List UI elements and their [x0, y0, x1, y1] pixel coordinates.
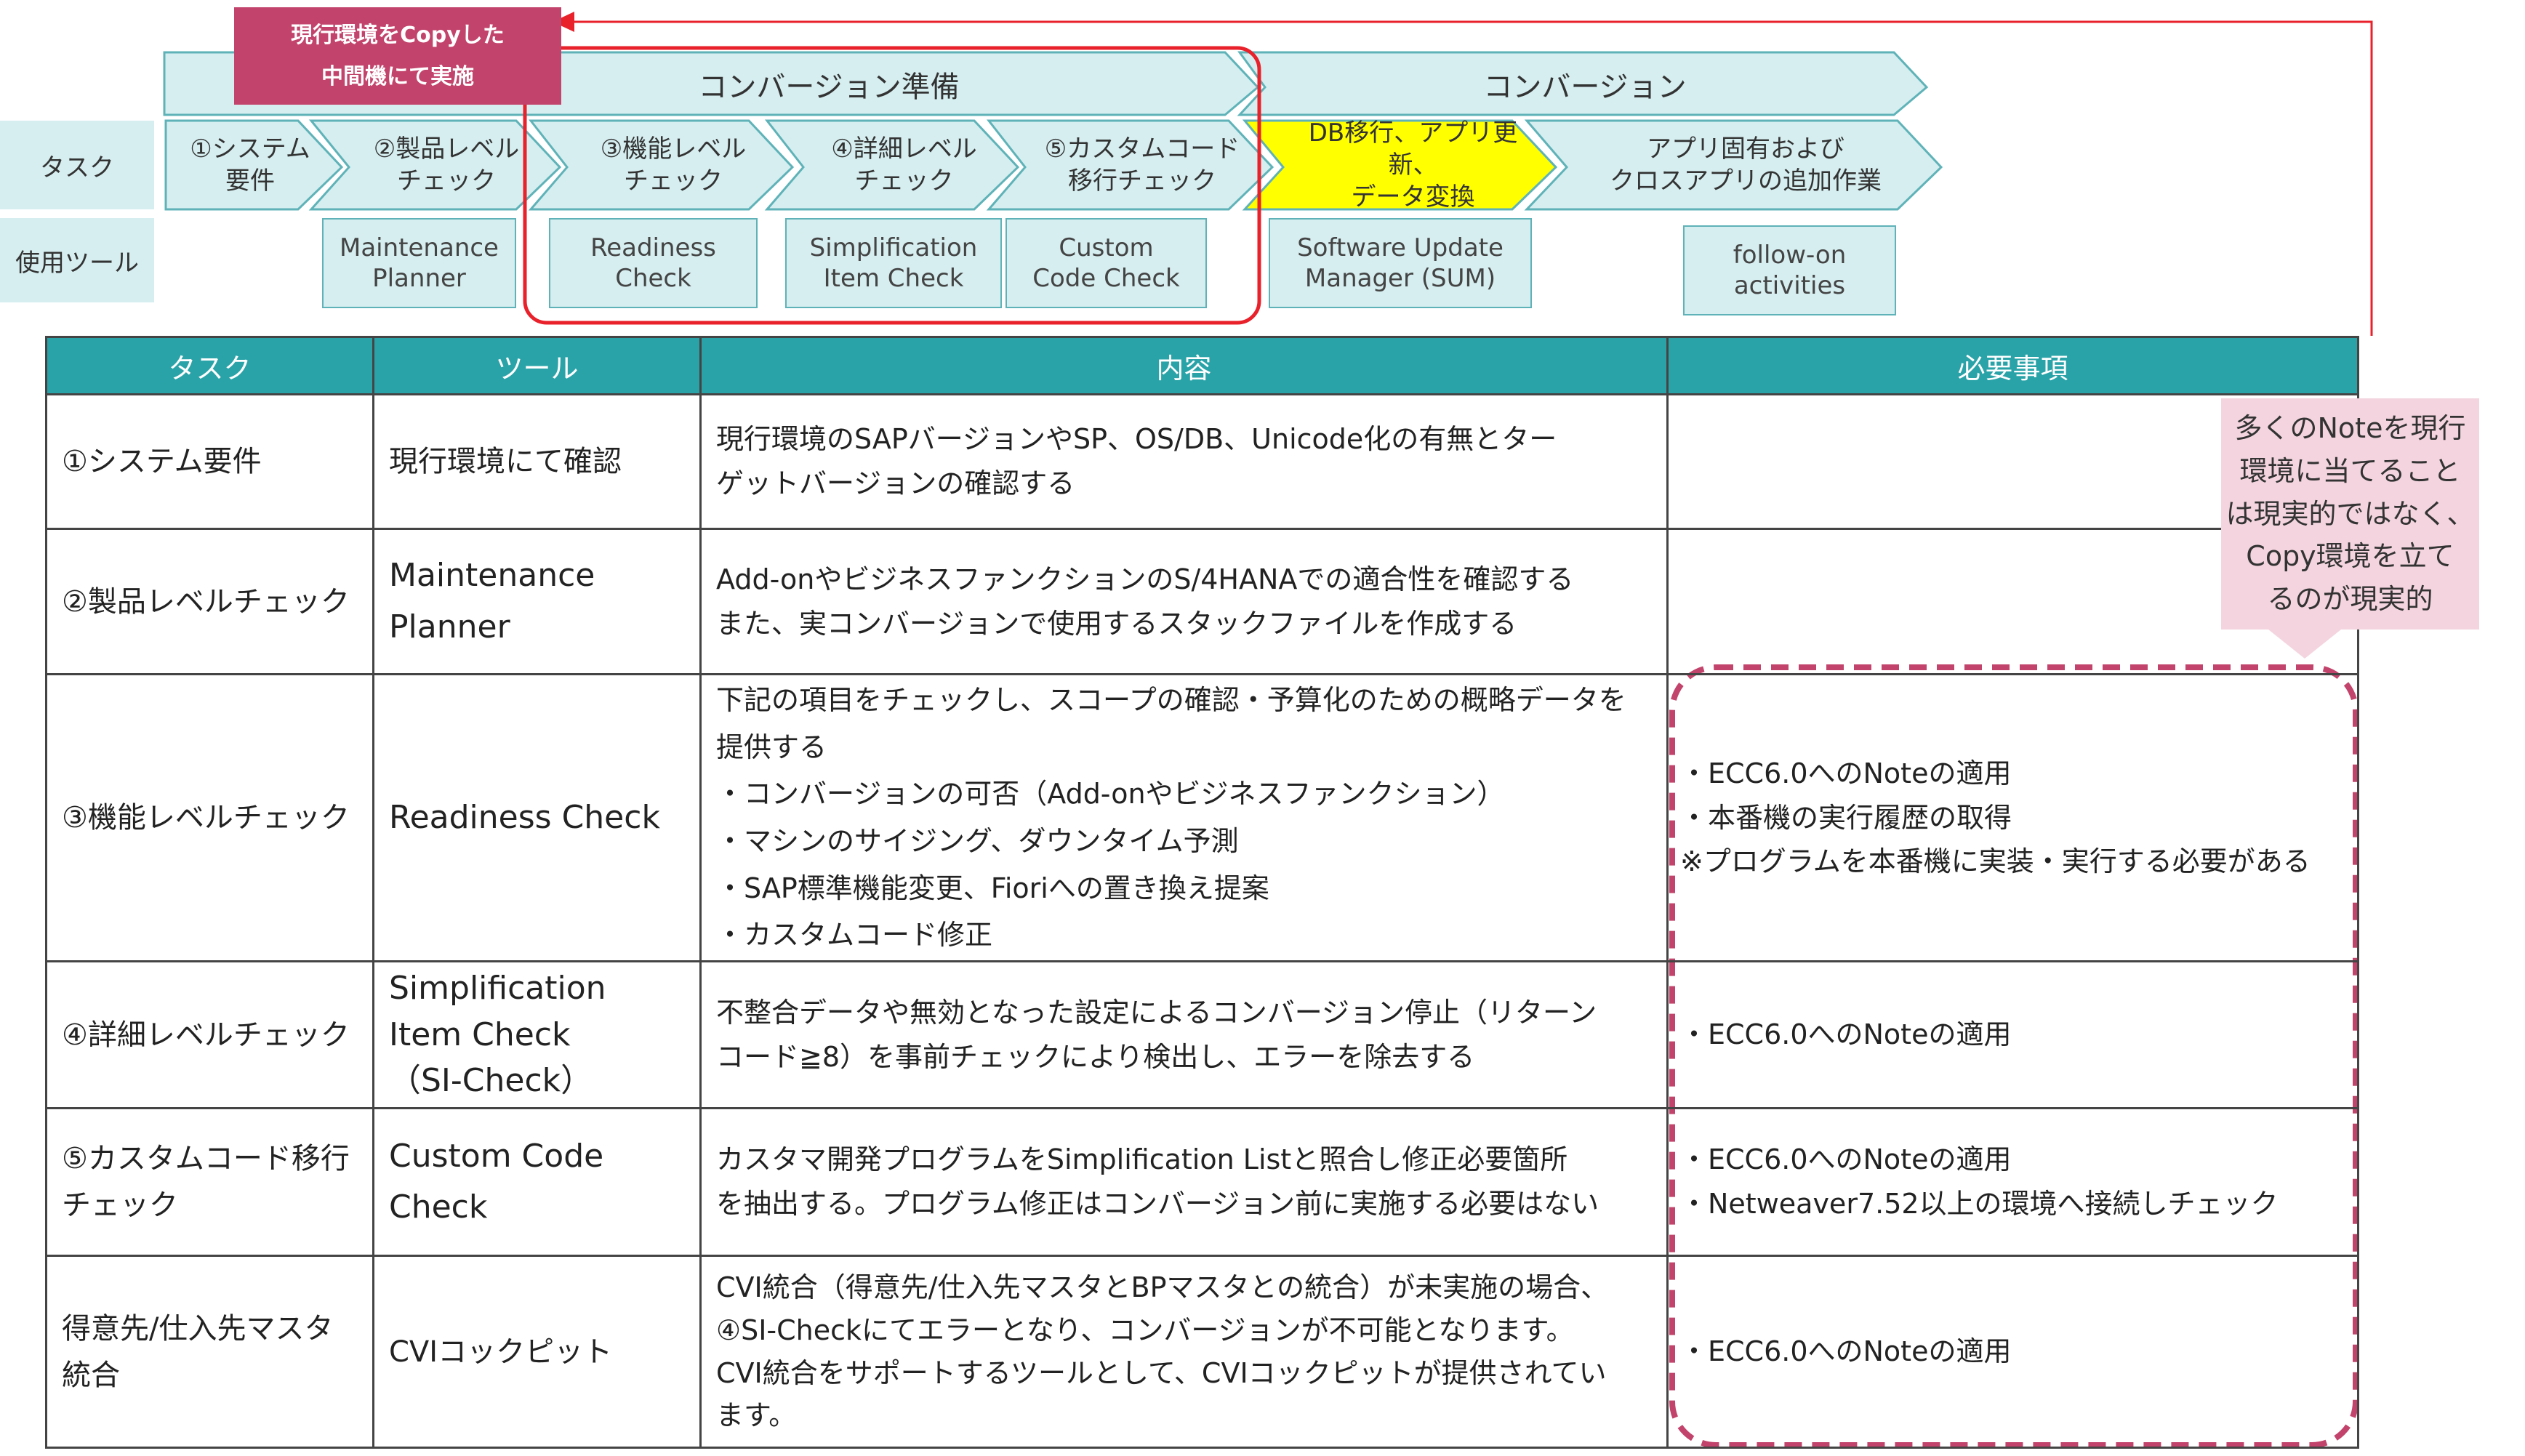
cell-tool: Simplification Item Check （SI-Check） [372, 960, 702, 1109]
callout-line-1: 現行環境をCopyした [291, 23, 505, 48]
tool-software-update-manager: Software Update Manager (SUM) [1269, 218, 1532, 308]
header-tool: ツール [372, 336, 702, 395]
phase-prep-label: コンバージョン準備 [698, 71, 960, 104]
cell-content: CVI統合（得意先/仕入先マスタとBPマスタとの統合）が未実施の場合、 ④SI-… [699, 1255, 1669, 1449]
table-row: ③機能レベルチェック Readiness Check 下記の項目をチェックし、ス… [45, 673, 2359, 962]
table-row: ②製品レベルチェック Maintenance Planner Add-onやビジ… [45, 528, 2359, 675]
cell-content: 下記の項目をチェックし、スコープの確認・予算化のための概略データを 提供する ・… [699, 673, 1669, 962]
task-detail-level-check: ④詳細レベル チェック [831, 134, 977, 196]
task-system-requirements: ①システム 要件 [190, 134, 310, 196]
conversion-task-table: タスク ツール 内容 必要事項 ①システム要件 現行環境にて確認 現行環境のSA… [45, 336, 2359, 1449]
tool-maintenance-planner: Maintenance Planner [322, 218, 516, 308]
table-header-row: タスク ツール 内容 必要事項 [45, 336, 2359, 395]
cell-content: 現行環境のSAPバージョンやSP、OS/DB、Unicode化の有無とター ゲッ… [699, 393, 1669, 530]
table-row: ⑤カスタムコード移行 チェック Custom Code Check カスタマ開発… [45, 1107, 2359, 1257]
task-function-level-check: ③機能レベル チェック [600, 134, 747, 196]
cell-content: カスタマ開発プログラムをSimplification Listと照合し修正必要箇… [699, 1107, 1669, 1257]
cell-task: ①システム要件 [45, 393, 374, 530]
table-row: ①システム要件 現行環境にて確認 現行環境のSAPバージョンやSP、OS/DB、… [45, 393, 2359, 530]
cell-task: ②製品レベルチェック [45, 528, 374, 675]
header-content: 内容 [699, 336, 1669, 395]
header-task: タスク [45, 336, 374, 395]
cell-tool: Readiness Check [372, 673, 702, 962]
phase-conv-label: コンバージョン [1483, 71, 1687, 104]
cell-task: 得意先/仕入先マスタ 統合 [45, 1255, 374, 1449]
task-app-additional-work: アプリ固有および クロスアプリの追加作業 [1610, 134, 1882, 196]
tool-readiness-check: Readiness Check [549, 218, 758, 308]
cell-task: ④詳細レベルチェック [45, 960, 374, 1109]
tool-simplification-item-check: Simplification Item Check [785, 218, 1002, 308]
cell-tool: 現行環境にて確認 [372, 393, 702, 530]
header-requirements: 必要事項 [1666, 336, 2359, 395]
cell-requirements: ・ECC6.0へのNoteの適用 [1666, 960, 2359, 1109]
tool-custom-code-check: Custom Code Check [1005, 218, 1207, 308]
cell-tool: Custom Code Check [372, 1107, 702, 1257]
table-row: 得意先/仕入先マスタ 統合 CVIコックピット CVI統合（得意先/仕入先マスタ… [45, 1255, 2359, 1449]
callout-line-2: 中間機にて実施 [321, 64, 474, 89]
cell-content: 不整合データや無効となった設定によるコンバージョン停止（リターン コード≧8）を… [699, 960, 1669, 1109]
tool-follow-on-activities: follow-on activities [1683, 225, 1896, 315]
cell-tool: Maintenance Planner [372, 528, 702, 675]
cell-requirements: ・ECC6.0へのNoteの適用 ・Netweaver7.52以上の環境へ接続し… [1666, 1107, 2359, 1257]
task-custom-code-check: ⑤カスタムコード 移行チェック [1044, 134, 1240, 196]
table-row: ④詳細レベルチェック Simplification Item Check （SI… [45, 960, 2359, 1109]
copy-environment-callout: 現行環境をCopyした 中間機にて実施 [234, 7, 561, 105]
row-label-tool: 使用ツール [0, 218, 154, 302]
task-db-migration: DB移行、アプリ更新、 データ変換 [1308, 118, 1518, 212]
cell-content: Add-onやビジネスファンクションのS/4HANAでの適合性を確認する また、… [699, 528, 1669, 675]
cell-requirements: ・ECC6.0へのNoteの適用 [1666, 1255, 2359, 1449]
cell-task: ⑤カスタムコード移行 チェック [45, 1107, 374, 1257]
row-label-task: タスク [0, 121, 154, 209]
task-product-level-check: ②製品レベル チェック [373, 134, 520, 196]
cell-task: ③機能レベルチェック [45, 673, 374, 962]
copy-environment-note: 多くのNoteを現行 環境に当てること は現実的ではなく、 Copy環境を立て … [2221, 398, 2479, 630]
cell-tool: CVIコックピット [372, 1255, 702, 1449]
cell-requirements: ・ECC6.0へのNoteの適用 ・本番機の実行履歴の取得 ※プログラムを本番機… [1666, 673, 2359, 962]
